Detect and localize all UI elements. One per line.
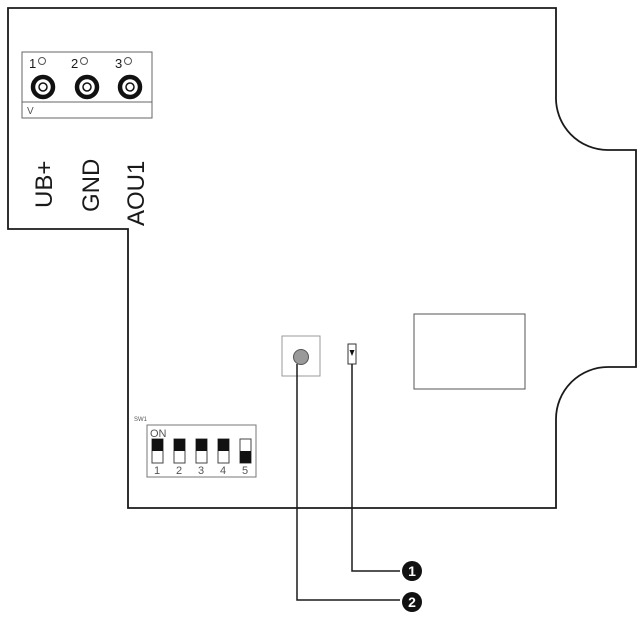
dip-switch: SW1 ON 1 2 3 4 5: [134, 417, 257, 478]
dip-switch-number-1: 1: [154, 465, 160, 477]
pin-number-1: 1: [29, 56, 36, 71]
push-button: [281, 335, 321, 377]
terminal-block: V 1 2 3: [21, 51, 153, 119]
dip-switch-on-label: ON: [150, 428, 167, 440]
dip-switch-2: [173, 438, 186, 464]
dip-switch-4: [217, 438, 230, 464]
led-indicator: [347, 343, 357, 365]
pin-number-2: 2: [71, 56, 78, 71]
pin-indicator-circle-1: [38, 57, 46, 65]
dip-switch-1: [151, 438, 164, 464]
leader-line-2: [296, 364, 400, 601]
dip-switch-ref: SW1: [134, 417, 148, 423]
pin-number-3: 3: [115, 56, 122, 71]
svg-text:1: 1: [408, 563, 416, 579]
callout-badge-2: 2: [402, 592, 422, 612]
component-outline: [413, 313, 526, 390]
signal-label-aou1: AOU1: [123, 161, 150, 226]
callout-badge-1: 1: [402, 561, 422, 581]
board-outline: [7, 7, 637, 509]
terminal-marker: V: [27, 106, 34, 117]
svg-text:2: 2: [408, 594, 416, 610]
leader-line-1: [351, 364, 400, 572]
dip-switch-number-4: 4: [220, 465, 226, 477]
pin-indicator-circle-3: [124, 57, 132, 65]
dip-switch-number-3: 3: [198, 465, 204, 477]
dip-switch-5: [239, 438, 252, 464]
dip-switch-3: [195, 438, 208, 464]
dip-switch-number-5: 5: [242, 465, 248, 477]
dip-switch-number-2: 2: [176, 465, 182, 477]
signal-label-gnd: GND: [78, 159, 105, 212]
signal-label-ub-plus: UB+: [31, 161, 58, 208]
pin-indicator-circle-2: [80, 57, 88, 65]
